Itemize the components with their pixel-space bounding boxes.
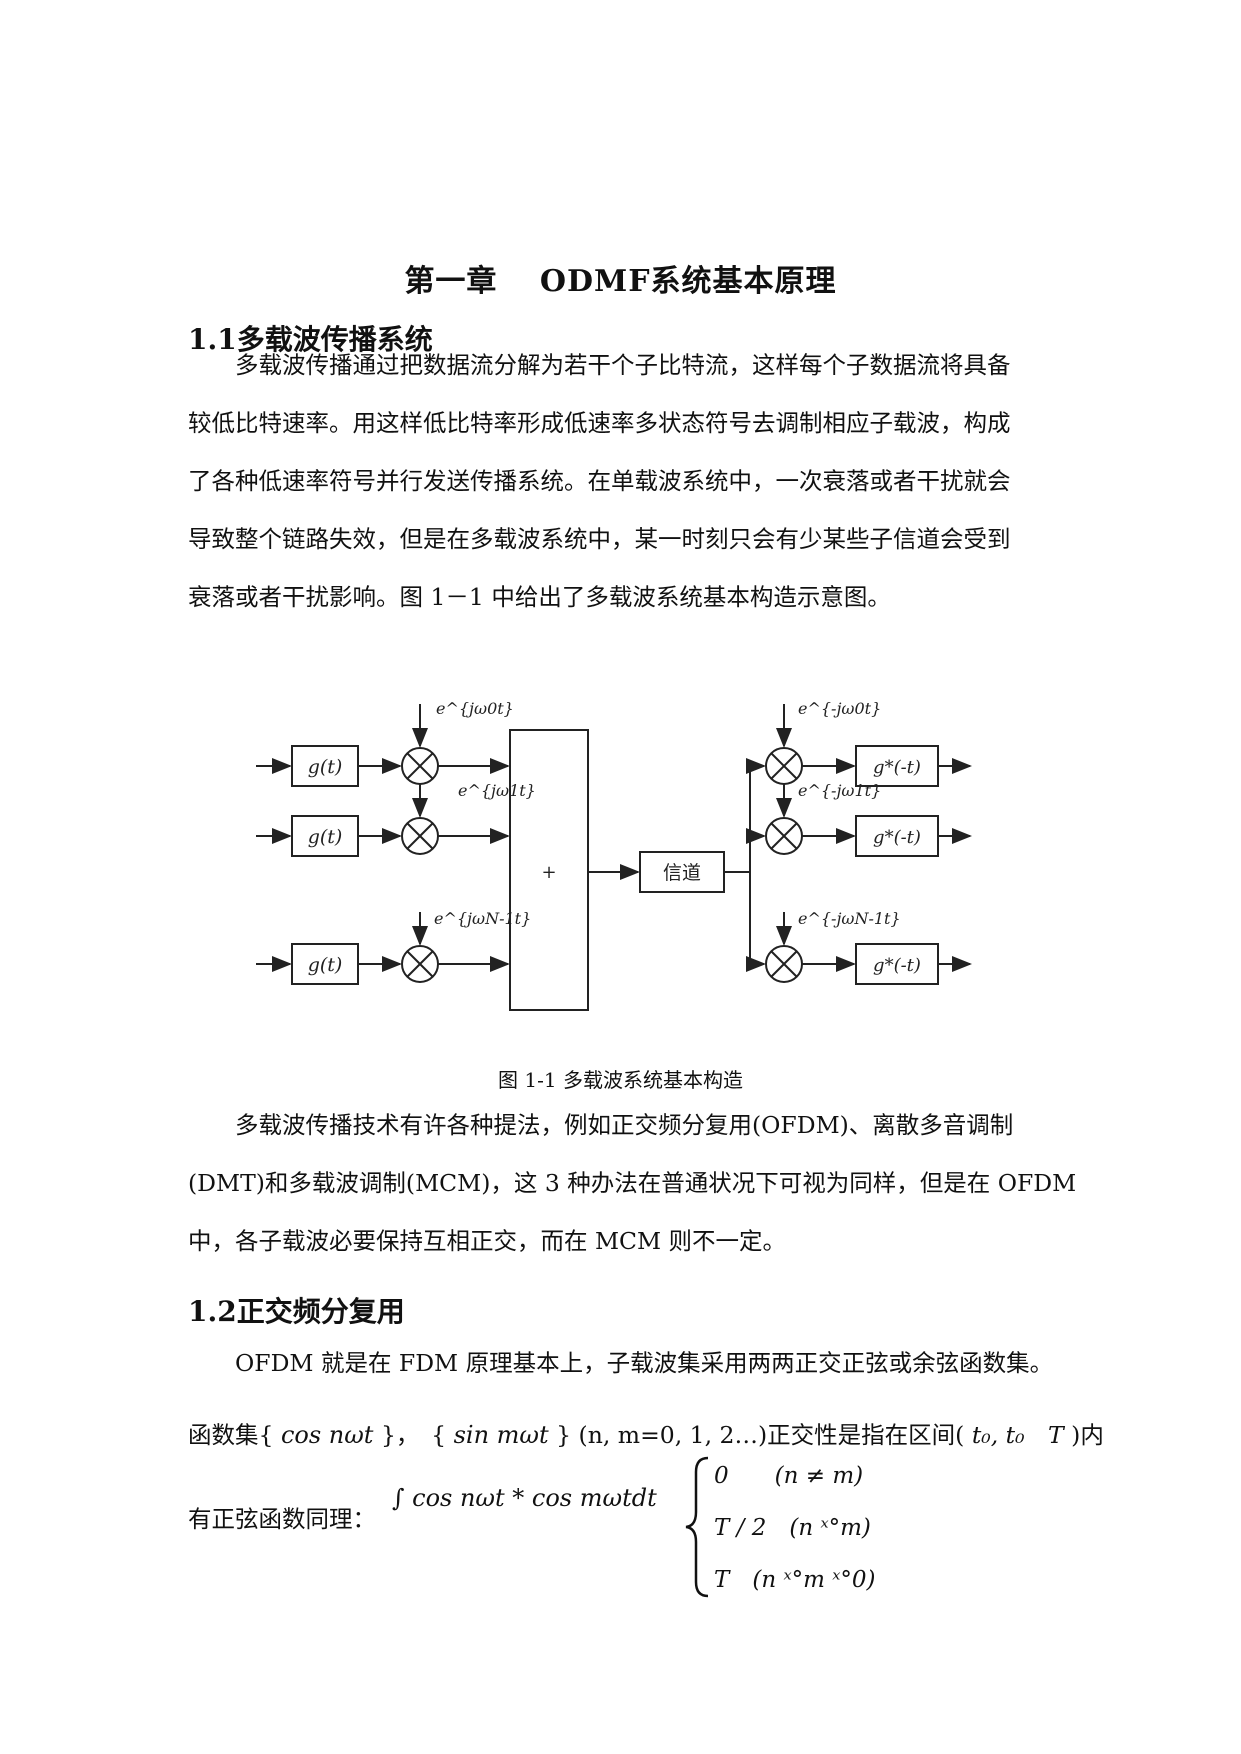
tx-filter-label: g(t) (308, 756, 343, 778)
cos-function-set: cos nωt (280, 1421, 374, 1449)
rx-carrier-label: e^{-jωN-1t} (798, 909, 901, 928)
adder-box (509, 729, 589, 1011)
adder-label: + (541, 862, 556, 883)
tx-filter-box (291, 943, 359, 985)
case-n-not-equal-m: 0 (n ≠ m) (714, 1463, 864, 1489)
multicarrier-block-diagram: g(t) g(t) g(t) g*(-t) g*(-t) g*(-t) + 信道… (256, 699, 972, 1011)
channel-label: 信道 (663, 862, 701, 884)
tx-carrier-label: e^{jω0t} (436, 699, 514, 718)
text-line: 中，各子载波必要保持互相正交，而在 MCM 则不一定。 (188, 1227, 787, 1255)
function-set-line: 函数集{ cos nωt }， { sin mωt } (n, m=0, 1, … (188, 1416, 1104, 1450)
rx-filter-label: g*(-t) (873, 955, 921, 976)
paragraph-multicarrier-intro: 多载波传播通过把数据流分解为若干个子比特流，这样每个子数据流将具备 较低比特速率… (188, 336, 1060, 626)
chapter-title: 第一章 ODMF系统基本原理 (404, 264, 837, 299)
rx-filter-label: g*(-t) (873, 757, 921, 778)
function-set-prefix: 函数集{ (188, 1421, 274, 1449)
rx-carrier-label: e^{-jω1t} (798, 781, 881, 800)
rx-filter-box (855, 815, 939, 857)
tx-filter-label: g(t) (308, 954, 343, 976)
figure-caption: 图 1-1 多载波系统基本构造 (498, 1068, 743, 1092)
orthogonality-integral: ∫ cos nωt * cos mωtdt (392, 1484, 657, 1512)
tx-carrier-label: e^{jωN-1t} (434, 909, 531, 928)
rx-filter-box (855, 745, 939, 787)
case-n-equal-m-zero: T (n ˣ°m ˣ°0) (714, 1567, 876, 1593)
text-line: 较低比特速率。用这样低比特率形成低速率多状态符号去调制相应子载波，构成 (188, 409, 1011, 437)
case-n-equal-m: T / 2 (n ˣ°m) (714, 1515, 871, 1541)
function-set-separator: }， { (380, 1421, 447, 1449)
text-line: 多载波传播技术有许各种提法，例如正交频分复用(OFDM)、离散多音调制 (235, 1111, 1014, 1139)
text-line: OFDM 就是在 FDM 原理基本上，子载波集采用两两正交正弦或余弦函数集。 (235, 1349, 1054, 1377)
tx-filter-box (291, 745, 359, 787)
tx-carrier-label: e^{jω1t} (458, 781, 536, 800)
interval-bounds: t₀, t₀ T (971, 1421, 1064, 1449)
sin-function-set: sin mωt (453, 1421, 549, 1449)
rx-carrier-label: e^{-jω0t} (798, 699, 881, 718)
section-heading-1-1: 1.1多载波传播系统 (188, 323, 433, 356)
paragraph-multicarrier-techniques: 多载波传播技术有许各种提法，例如正交频分复用(OFDM)、离散多音调制 (DMT… (188, 1096, 1077, 1270)
text-line: 多载波传播通过把数据流分解为若干个子比特流，这样每个子数据流将具备 (235, 351, 1011, 379)
section-heading-1-2: 1.2正交频分复用 (188, 1295, 405, 1328)
left-brace-icon (685, 1456, 709, 1598)
text-line: (DMT)和多载波调制(MCM)，这 3 种办法在普通状况下可视为同样，但是在 … (188, 1169, 1077, 1197)
piecewise-result: 0 (n ≠ m) T / 2 (n ˣ°m) T (n ˣ°m ˣ°0) (684, 1452, 924, 1602)
tx-filter-box (291, 815, 359, 857)
orthogonality-condition: } (n, m=0, 1, 2…)正交性是指在区间( (556, 1421, 965, 1449)
tx-filter-label: g(t) (308, 826, 343, 848)
orthogonality-prefix: 有正弦函数同理： (188, 1505, 376, 1533)
text-line: 导致整个链路失效，但是在多载波系统中，某一时刻只会有少某些子信道会受到 (188, 525, 1011, 553)
text-line: 了各种低速率符号并行发送传播系统。在单载波系统中，一次衰落或者干扰就会 (188, 467, 1011, 495)
rx-filter-box (855, 943, 939, 985)
text-line: 衰落或者干扰影响。图 1－1 中给出了多载波系统基本构造示意图。 (188, 583, 891, 611)
rx-filter-label: g*(-t) (873, 827, 921, 848)
function-set-suffix: )内 (1071, 1421, 1104, 1449)
paragraph-ofdm-intro: OFDM 就是在 FDM 原理基本上，子载波集采用两两正交正弦或余弦函数集。 (188, 1334, 1060, 1392)
